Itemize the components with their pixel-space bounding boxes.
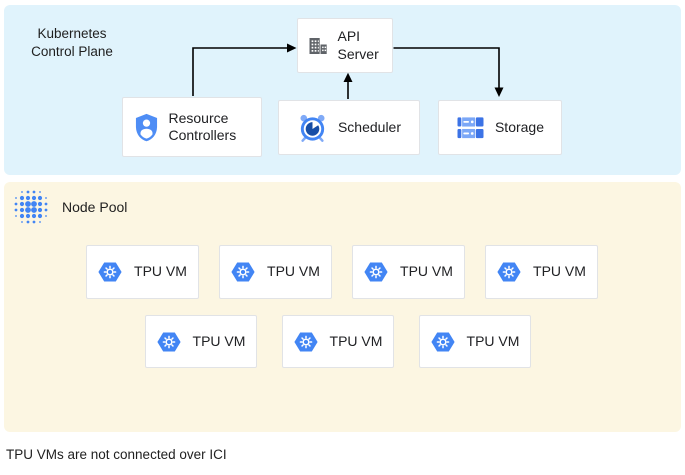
tpu-vm-node: TPU VM <box>86 245 199 299</box>
control-plane-title: Kubernetes Control Plane <box>31 26 113 59</box>
resource-controllers-label: Resource Controllers <box>168 109 237 144</box>
tpu-hexagon-icon <box>98 261 122 283</box>
tpu-hexagon-icon <box>431 331 455 353</box>
tpu-vm-label: TPU VM <box>134 263 187 280</box>
tpu-hexagon-icon <box>497 261 521 283</box>
tpu-hexagon-icon <box>157 331 181 353</box>
scheduler-label: Scheduler <box>337 118 402 135</box>
tpu-vm-label: TPU VM <box>192 332 246 349</box>
tpu-vm-node: TPU VM <box>419 315 531 368</box>
storage-label: Storage <box>494 118 545 135</box>
tpu-vm-node: TPU VM <box>352 245 465 299</box>
node-pool-dots-icon <box>14 190 48 224</box>
api-server-building-icon <box>309 37 327 54</box>
tpu-vm-node: TPU VM <box>145 315 257 368</box>
api-server-label: API Server <box>337 28 379 62</box>
scheduler-clock-icon <box>300 114 325 142</box>
node-pool-title: Node Pool <box>62 199 128 215</box>
tpu-vm-label: TPU VM <box>400 263 453 280</box>
tpu-vm-node: TPU VM <box>282 315 394 368</box>
resource-controllers-node: Resource Controllers <box>122 97 262 157</box>
tpu-hexagon-icon <box>294 331 318 353</box>
api-server-node: API Server <box>297 18 393 73</box>
node-pool-panel <box>4 182 681 432</box>
tpu-vm-label: TPU VM <box>533 263 586 280</box>
diagram-caption: TPU VMs are not connected over ICI <box>6 447 227 462</box>
tpu-vm-label: TPU VM <box>329 332 383 349</box>
tpu-hexagon-icon <box>364 261 388 283</box>
scheduler-node: Scheduler <box>278 100 420 155</box>
tpu-vm-node: TPU VM <box>485 245 598 299</box>
tpu-vm-label: TPU VM <box>267 263 320 280</box>
tpu-vm-node: TPU VM <box>219 245 332 299</box>
shield-user-icon <box>135 113 157 141</box>
storage-disks-icon <box>457 116 484 138</box>
storage-node: Storage <box>438 100 562 155</box>
tpu-vm-label: TPU VM <box>466 332 520 349</box>
tpu-hexagon-icon <box>231 261 255 283</box>
